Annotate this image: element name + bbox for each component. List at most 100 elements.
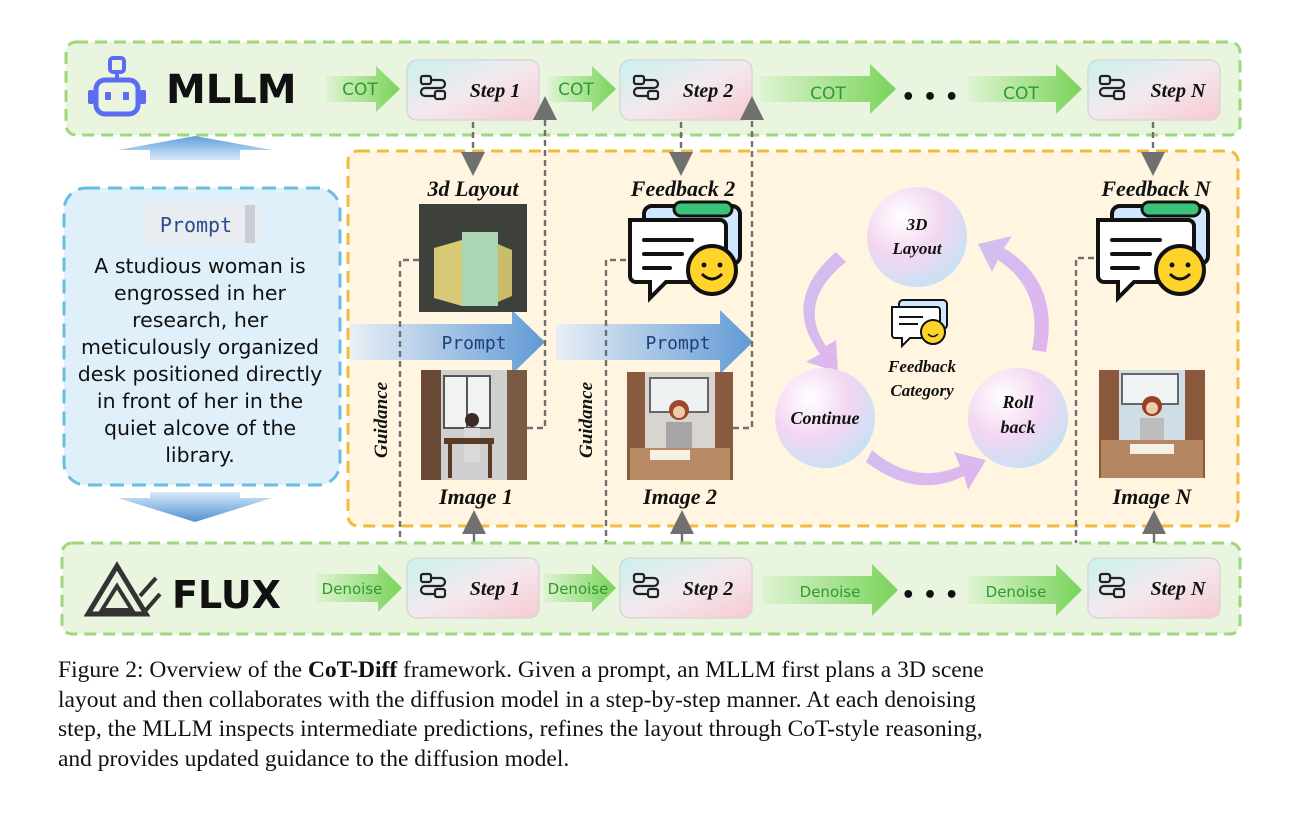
connector-lines (388, 96, 1165, 580)
up-arrow (118, 136, 272, 160)
mllm-ellipsis: • • • (901, 85, 959, 110)
flow-icon (1098, 572, 1126, 599)
image-n-label: Image N (1112, 484, 1193, 509)
mllm-label: MLLM (166, 67, 297, 113)
feedback-cycle: 3D Layout Continue Roll back Feedback Ca… (775, 187, 1068, 490)
feedback-category-line1: Feedback (887, 357, 956, 376)
continue-bubble (775, 368, 875, 468)
feedback-n-title: Feedback N (1100, 176, 1211, 201)
prompt-arrow-label-1: Prompt (441, 333, 506, 354)
image-1-label: Image 1 (438, 484, 513, 509)
flow-icon (632, 572, 660, 599)
denoise-label-1: Denoise (322, 580, 383, 598)
cot-arrow-4: COT (968, 64, 1082, 114)
denoise-label-3: Denoise (800, 583, 861, 601)
caption-line-1: Figure 2: Overview of the CoT-Diff frame… (58, 656, 1248, 686)
cot-label-4: COT (1003, 84, 1039, 104)
denoise-arrow-3: Denoise (762, 564, 898, 616)
3d-layout-render (419, 204, 527, 312)
cycle-rollback-line1: Roll (1001, 392, 1033, 412)
prompt-line: engrossed in her (114, 281, 286, 305)
cot-arrow-1: COT (326, 66, 400, 112)
prompt-arrow-1: Prompt (350, 310, 545, 374)
cycle-layout-line1: 3D (906, 215, 928, 234)
prompt-arrow-label-2: Prompt (645, 333, 710, 354)
prompt-line: in front of her in the (97, 389, 303, 413)
feedback-category-line2: Category (890, 381, 954, 400)
caption-line-2: layout and then collaborates with the di… (58, 686, 976, 713)
flux-step-n-label: Step N (1151, 578, 1208, 600)
connector-feedbackn-to-flux-stepn (1064, 256, 1094, 580)
cot-arrow-3: COT (760, 64, 896, 114)
guidance-label-1: Guidance (371, 381, 392, 458)
mllm-step-1-label: Step 1 (470, 80, 521, 102)
flux-step-1: Step 1 (406, 557, 540, 619)
flow-icon (419, 572, 447, 599)
cot-label-2: COT (558, 80, 594, 100)
cot-label-1: COT (342, 80, 378, 100)
connector-image2-to-mllm (733, 96, 764, 430)
image-1-thumbnail (421, 370, 527, 480)
caption-bold-name: CoT-Diff (307, 657, 398, 683)
layout-title: 3d Layout (426, 176, 519, 201)
flux-logo-icon (83, 561, 162, 617)
prompt-title: Prompt (160, 213, 232, 237)
caption-line1-rest: framework. Given a prompt, an MLLM first… (397, 657, 984, 683)
denoise-label-4: Denoise (986, 583, 1047, 601)
flux-ellipsis: • • • (901, 583, 959, 608)
prompt-text: A studious woman is engrossed in her res… (78, 254, 322, 467)
prompt-line: quiet alcove of the (104, 416, 296, 440)
flux-step-2-label: Step 2 (683, 578, 734, 600)
prompt-box (62, 186, 342, 487)
image-n-thumbnail (1099, 370, 1205, 478)
guidance-label-2: Guidance (576, 381, 597, 458)
denoise-arrow-2: Denoise (544, 564, 616, 612)
mllm-step-1: Step 1 (406, 59, 540, 121)
figure-caption: Figure 2: Overview of the CoT-Diff frame… (58, 656, 1248, 774)
prompt-line: library. (165, 443, 235, 467)
connector-image1-to-mllm-step2 (527, 96, 557, 430)
flux-step-n: Step N (1087, 557, 1221, 619)
mllm-step-2-label: Step 2 (683, 80, 734, 102)
denoise-label-2: Denoise (548, 580, 609, 598)
feedback-2-title: Feedback 2 (630, 176, 735, 201)
connector-layout-to-flux-step1 (388, 258, 419, 580)
denoise-arrow-1: Denoise (316, 564, 402, 612)
cycle-rollback-line2: back (1001, 417, 1036, 437)
image-2-label: Image 2 (642, 484, 717, 509)
cycle-arrow-left (803, 252, 846, 372)
denoise-arrow-4: Denoise (968, 564, 1082, 616)
feedback-category-icon (891, 299, 948, 349)
prompt-title-bar (245, 205, 255, 243)
feedback-icon (1096, 200, 1210, 303)
mllm-step-n: Step N (1087, 59, 1221, 121)
cycle-arrow-right (978, 236, 1049, 352)
prompt-line: research, her (132, 308, 268, 332)
caption-line-4: and provides updated guidance to the dif… (58, 745, 570, 772)
flux-step-2: Step 2 (619, 557, 753, 619)
flux-step-1-label: Step 1 (470, 578, 521, 600)
prompt-line: meticulously organized (81, 335, 319, 359)
cycle-continue: Continue (790, 408, 859, 428)
cot-label-3: COT (810, 84, 846, 104)
prompt-title-badge (143, 203, 261, 245)
flow-icon (632, 74, 660, 101)
cot-arrow-2: COT (548, 66, 616, 112)
flow-icon (419, 74, 447, 101)
cycle-arrow-bottom (866, 450, 986, 490)
down-arrow (118, 492, 272, 522)
mllm-step-2: Step 2 (619, 59, 753, 121)
flow-icon (1098, 74, 1126, 101)
layout-bubble (867, 187, 967, 287)
caption-prefix: Figure 2: Overview of the (58, 657, 308, 683)
rollback-bubble (968, 368, 1068, 468)
prompt-line: desk positioned directly (78, 362, 322, 386)
prompt-line: A studious woman is (94, 254, 305, 278)
flux-label: FLUX (172, 573, 281, 617)
feedback-icon (628, 200, 742, 303)
image-2-thumbnail (627, 372, 733, 480)
connector-feedback2-to-flux-step2 (594, 258, 626, 580)
caption-line-3: step, the MLLM inspects intermediate pre… (58, 716, 983, 742)
robot-icon (88, 56, 146, 117)
